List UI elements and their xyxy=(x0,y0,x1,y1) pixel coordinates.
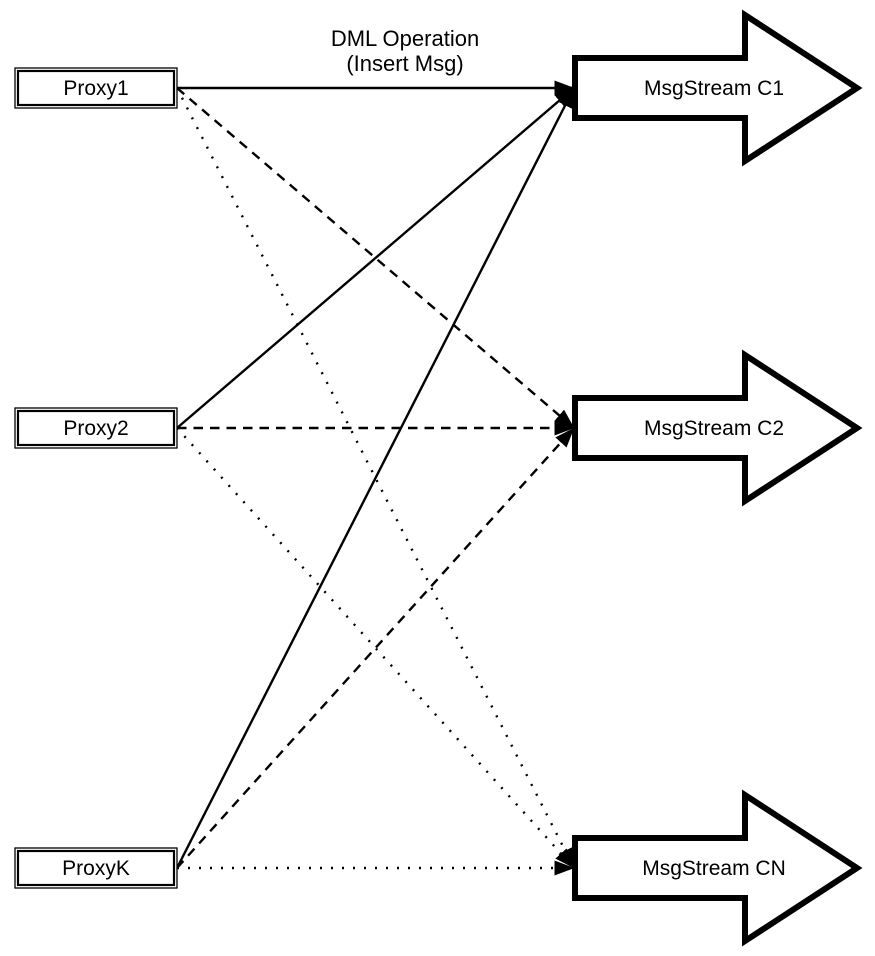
proxyk-box-inner xyxy=(16,849,176,887)
msgstream-c1-arrow xyxy=(572,9,863,167)
proxy1-node: Proxy1 xyxy=(14,67,178,109)
msgstream-cn-arrow xyxy=(572,789,863,947)
msgstream-c1-node: MsgStream C1 xyxy=(572,9,863,167)
edge-proxyk-c1 xyxy=(175,87,576,869)
msgstream-cn-node: MsgStream CN xyxy=(572,789,863,947)
proxy2-label: Proxy2 xyxy=(63,417,128,440)
proxyk-box xyxy=(14,847,178,889)
msgstream-c1-label: MsgStream C1 xyxy=(644,77,784,100)
proxy1-box-inner xyxy=(16,69,176,107)
proxy2-node: Proxy2 xyxy=(14,407,178,449)
dml-operation-label-line2: (Insert Msg) xyxy=(346,51,463,76)
proxy2-box xyxy=(14,407,178,449)
msgstream-c2-label: MsgStream C2 xyxy=(644,417,784,440)
msgstream-cn-label: MsgStream CN xyxy=(642,857,786,880)
edge-proxy2-c1 xyxy=(176,87,575,429)
proxyk-label: ProxyK xyxy=(62,857,130,880)
edges-layer xyxy=(175,80,576,876)
proxy1-label: Proxy1 xyxy=(63,77,128,100)
proxyk-node: ProxyK xyxy=(14,847,178,889)
msgstream-c2-node: MsgStream C2 xyxy=(572,349,863,507)
proxy1-box xyxy=(14,67,178,109)
msgstream-c2-arrow xyxy=(572,349,863,507)
dml-operation-label-line1: DML Operation xyxy=(331,26,479,51)
edge-proxy1-c2 xyxy=(176,87,575,429)
proxy2-box-inner xyxy=(16,409,176,447)
